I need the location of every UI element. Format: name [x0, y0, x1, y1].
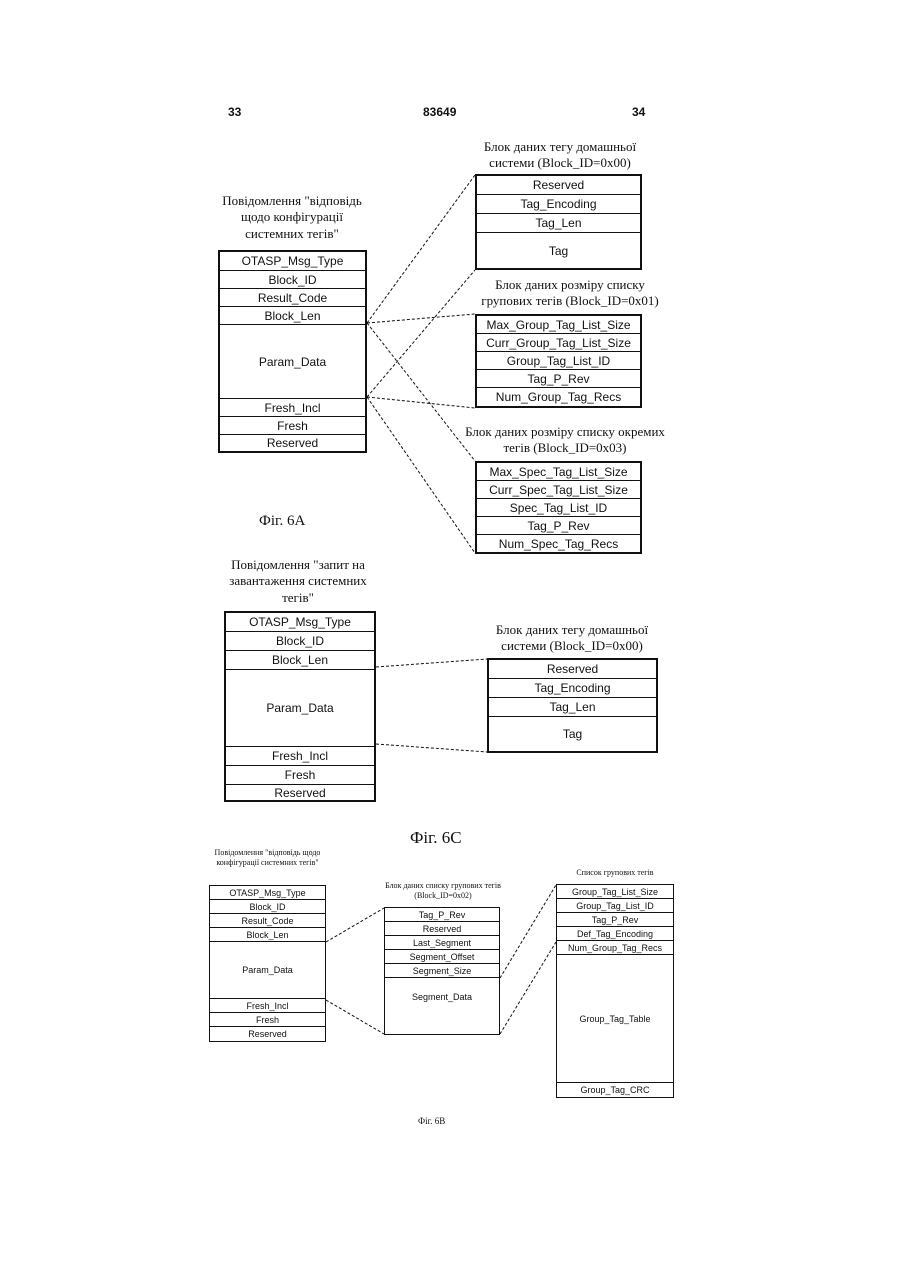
connector-6a-home-bottom: [367, 270, 475, 397]
connector-6a-group-bottom: [367, 397, 475, 408]
connector-6b-right-bottom: [500, 942, 556, 1034]
connector-6a-spec-top: [367, 323, 475, 461]
connector-6a-spec-bottom: [367, 397, 475, 553]
connector-6b-right-top: [500, 885, 556, 978]
connector-6c-top: [376, 659, 487, 667]
connector-6c-bottom: [376, 744, 487, 752]
connector-6a-group-top: [367, 314, 475, 323]
connector-6b-left-top: [326, 908, 384, 942]
connector-6a-home-top: [367, 175, 475, 323]
connector-6b-left-bottom: [326, 1000, 384, 1034]
